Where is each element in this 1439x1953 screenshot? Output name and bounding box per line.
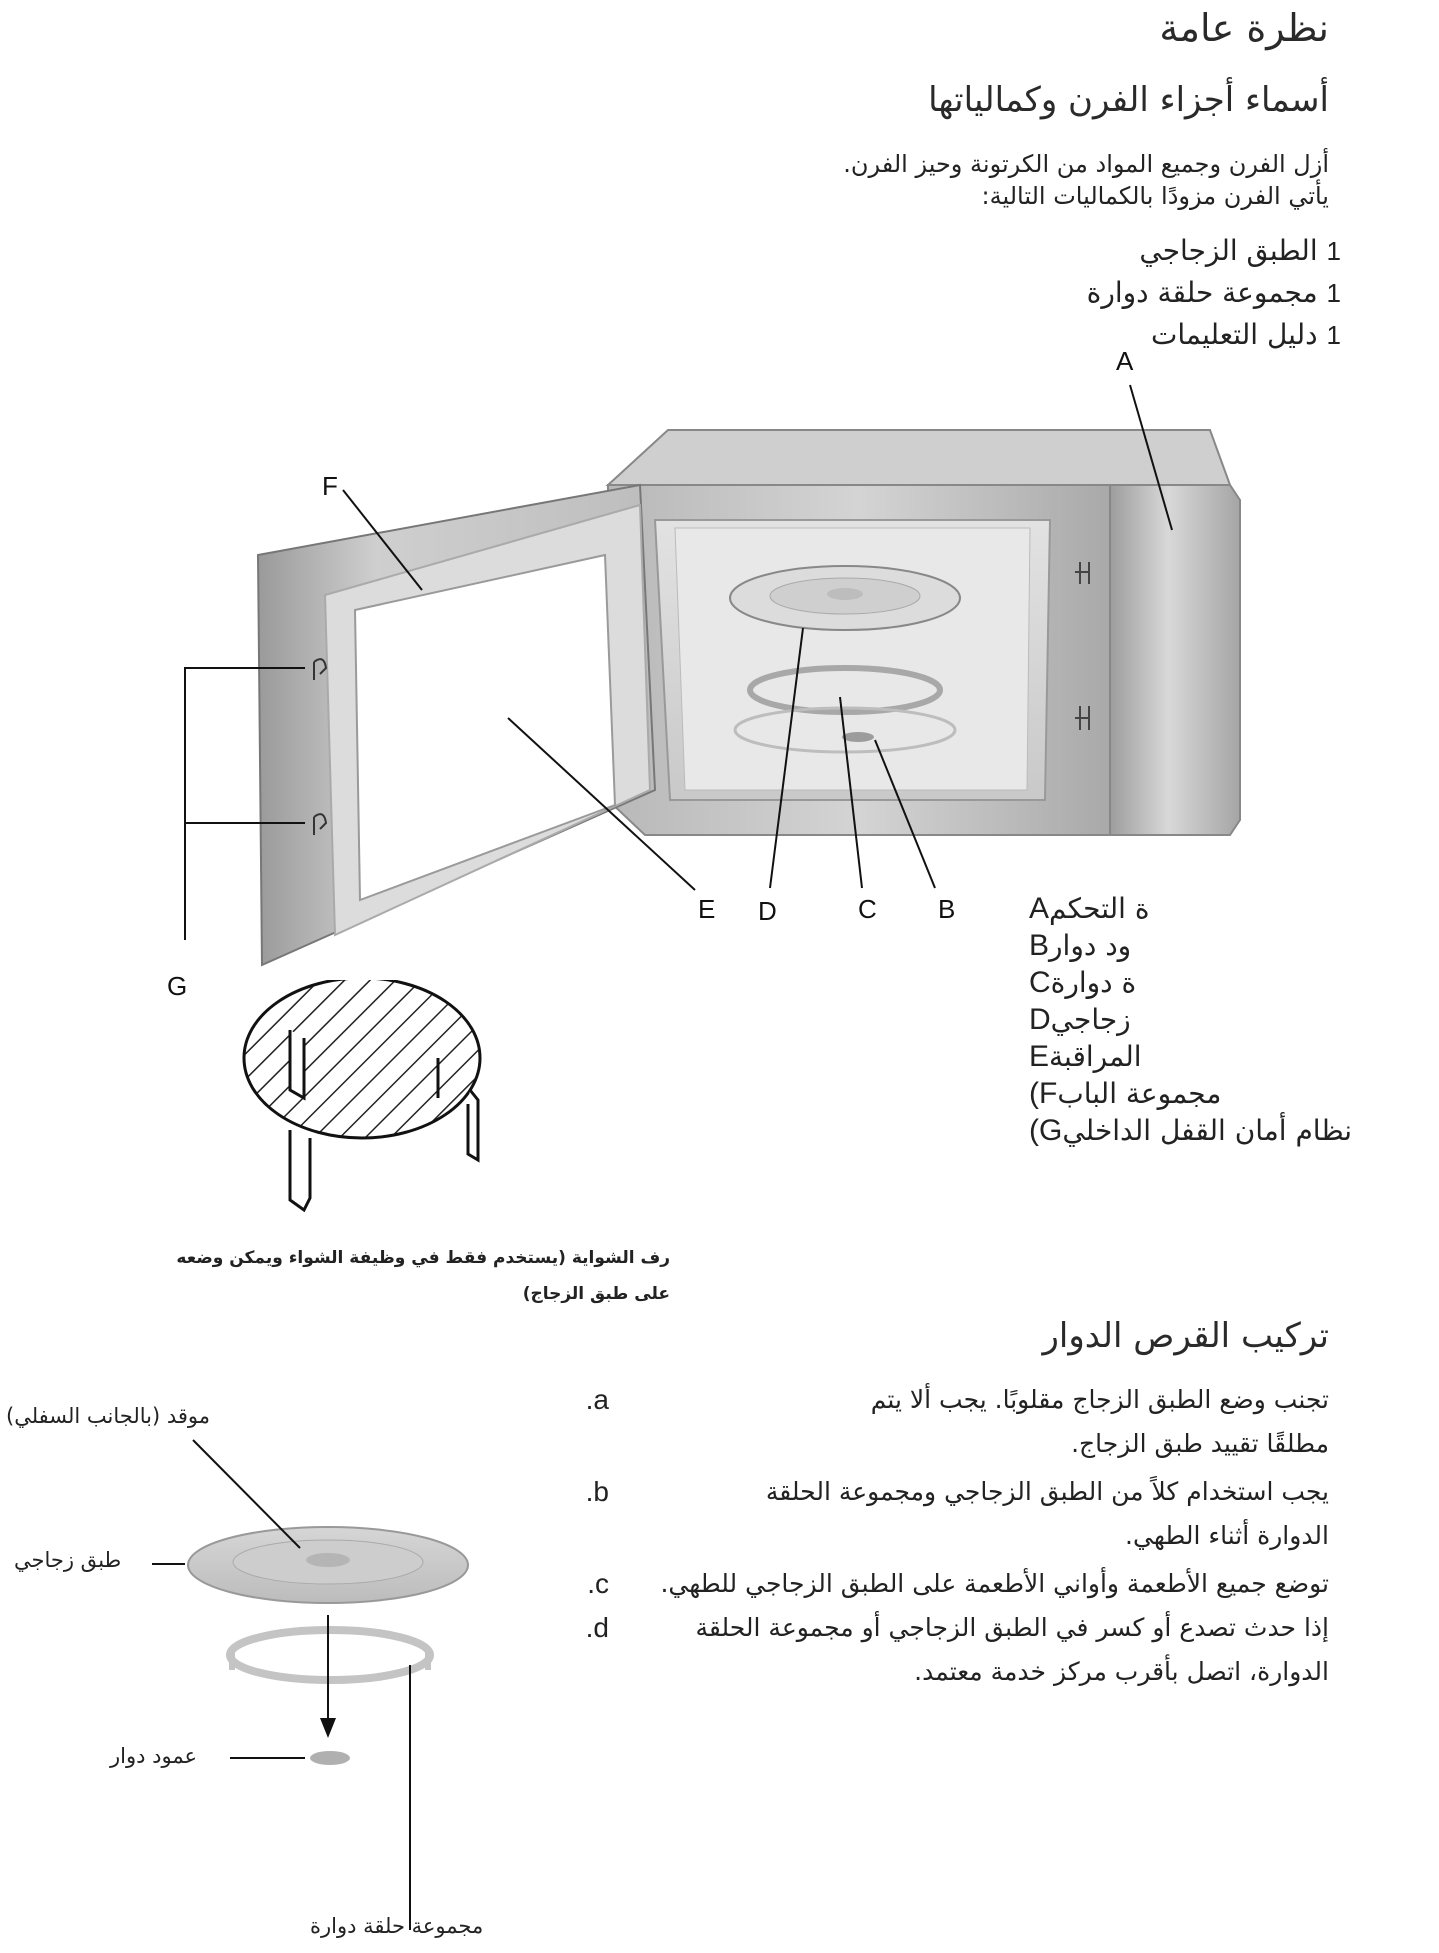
accessory-item: 1 الطبق الزجاجي xyxy=(1139,234,1341,267)
label-c: C xyxy=(858,894,877,924)
label-a: A xyxy=(1116,346,1134,376)
label-g: G xyxy=(167,971,187,1001)
label-ring: مجموعة حلقة دوارة xyxy=(310,1914,484,1938)
legend-row: F)مجموعة الباب xyxy=(1029,1077,1222,1110)
microwave-body xyxy=(605,429,1241,836)
control-panel xyxy=(1109,484,1241,836)
label-e: E xyxy=(698,894,715,924)
door-hook-icon xyxy=(313,813,328,835)
turntable-shaft xyxy=(842,732,874,742)
microwave-diagram: A F E D C B G xyxy=(167,346,1241,1001)
roller-ring xyxy=(747,665,943,715)
rack-caption: رف الشواية (يستخدم فقط في وظيفة الشواء و… xyxy=(176,1248,670,1304)
leader-lines xyxy=(184,384,1173,940)
turntable-steps: a. تجنب وضع الطبق الزجاج مقلوبًا. يجب أل… xyxy=(561,1378,1329,1694)
door-assembly xyxy=(256,483,657,967)
accessory-item: 1 مجموعة حلقة دوارة xyxy=(1086,276,1341,309)
label-shaft: عمود دوار xyxy=(110,1744,198,1768)
label-f: F xyxy=(322,471,338,501)
turntable-diagram xyxy=(152,1439,469,1930)
grill-rack-diagram xyxy=(242,980,482,1213)
step-item: c. توضع جميع الأطعمة وأواني الأطعمة على … xyxy=(587,1568,1329,1599)
roller-ring xyxy=(226,1626,434,1684)
label-plate: طبق زجاجي xyxy=(14,1548,122,1572)
section-heading-parts: أسماء أجزاء الفرن وكمالياتها xyxy=(928,80,1329,120)
step-item: b. يجب استخدام كلاً من الطبق الزجاجي ومج… xyxy=(585,1476,1329,1550)
door-hook-icon xyxy=(313,658,328,680)
page-title: نظرة عامة xyxy=(1159,6,1329,50)
intro-text: أزل الفرن وجميع المواد من الكرتونة وحيز … xyxy=(609,148,1329,213)
grill-rack xyxy=(242,980,482,1213)
step-item: d. إذا حدث تصدع أو كسر في الطبق الزجاجي … xyxy=(585,1612,1329,1686)
accessories-list: 1 الطبق الزجاجي 1 مجموعة حلقة دوارة 1 دل… xyxy=(641,230,1341,356)
label-b: B xyxy=(938,894,955,924)
label-d: D xyxy=(758,896,777,926)
legend-row: G)نظام أمان القفل الداخلي xyxy=(1029,1114,1353,1147)
label-hub: موقد (بالجانب السفلي) xyxy=(6,1404,211,1428)
intro-line-1: أزل الفرن وجميع المواد من الكرتونة وحيز … xyxy=(843,150,1329,178)
step-item: a. تجنب وضع الطبق الزجاج مقلوبًا. يجب أل… xyxy=(585,1384,1329,1458)
observation-window xyxy=(353,553,617,902)
turntable-shaft xyxy=(310,1751,350,1765)
section-heading-turntable: تركيب القرص الدوار xyxy=(1042,1316,1329,1356)
accessory-item: 1 دليل التعليمات xyxy=(1151,318,1341,351)
intro-line-2: يأتي الفرن مزودًا بالكماليات التالية: xyxy=(981,182,1329,211)
